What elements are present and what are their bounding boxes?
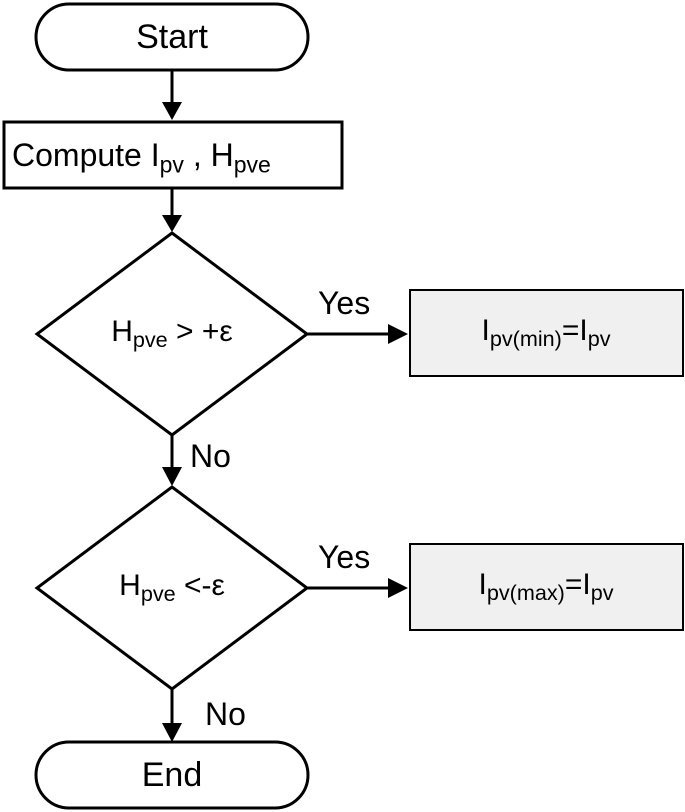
result1-label-mid: =I <box>561 314 588 348</box>
result1-label-sub1: pv(min) <box>489 326 562 352</box>
result2-box <box>409 543 684 631</box>
result2-label-mid: =I <box>564 568 591 602</box>
result2-label-sub2: pv <box>590 580 614 606</box>
compute-label-main: Compute I <box>12 137 160 173</box>
decision2-label: Hpve <-ε <box>119 571 225 605</box>
arrowhead-compute-decision1 <box>162 215 182 232</box>
arrowhead-decision1-yes <box>388 324 408 344</box>
decision1-yes-label: Yes <box>318 285 371 321</box>
compute-label-mid: , H <box>183 137 234 173</box>
result1-label: Ipv(min)=Ipv <box>482 316 611 350</box>
decision1-label: Hpve > +ε <box>111 317 233 351</box>
decision2-label-rest: <-ε <box>175 569 225 603</box>
arrowhead-start-compute <box>162 102 182 120</box>
decision1-label-rest: > +ε <box>167 315 233 349</box>
result2-label-main: I <box>478 568 487 602</box>
result1-box <box>409 289 684 377</box>
result2-label: Ipv(max)=Ipv <box>479 570 614 604</box>
compute-label: Compute Ipv , Hpve <box>12 139 271 176</box>
decision1-label-sub: pve <box>132 327 168 353</box>
decision2-no-label: No <box>205 696 246 732</box>
compute-label-sub2: pve <box>233 151 271 178</box>
result1-label-main: I <box>481 314 490 348</box>
decision2-yes-label: Yes <box>318 539 371 575</box>
end-label: End <box>141 756 203 794</box>
decision2-label-sub: pve <box>140 581 176 607</box>
compute-label-sub1: pv <box>159 151 184 178</box>
arrowhead-decision2-yes <box>388 578 408 598</box>
decision2-label-main: H <box>119 569 141 603</box>
end-terminal <box>34 740 310 810</box>
decision1-label-main: H <box>111 315 133 349</box>
arrowhead-decision1-no <box>162 467 182 486</box>
decision1-no-label: No <box>190 438 231 474</box>
start-label: Start <box>136 18 208 56</box>
arrowhead-decision2-no <box>162 723 182 742</box>
result1-label-sub2: pv <box>587 326 611 352</box>
result2-label-sub1: pv(max) <box>486 580 565 606</box>
compute-process-box <box>2 120 344 190</box>
